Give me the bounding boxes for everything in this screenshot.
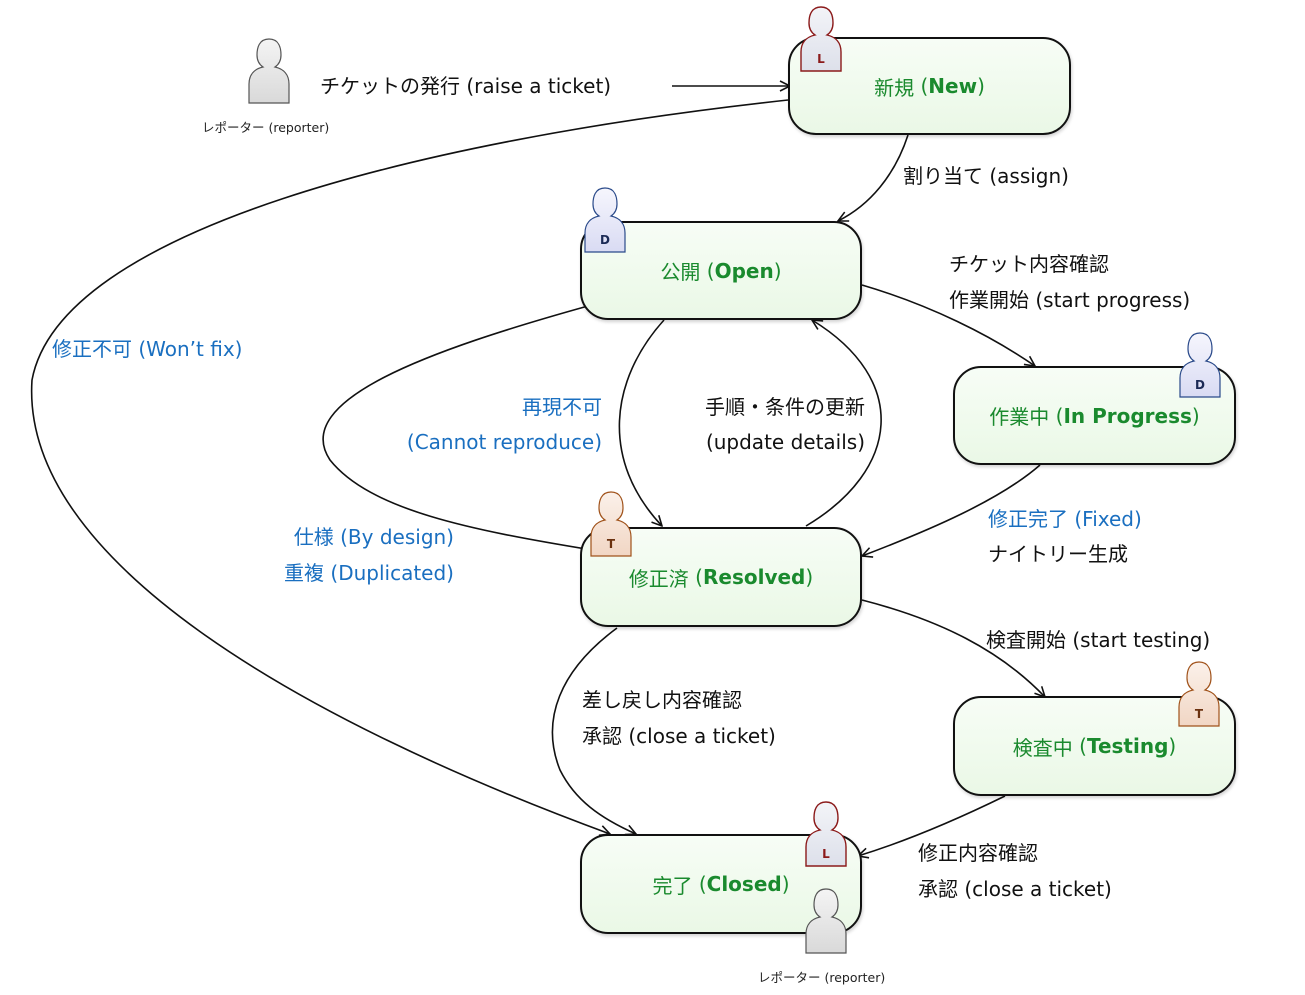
label-wont-fix: 修正不可 (Won’t fix)	[52, 337, 243, 361]
developer-letter: D	[600, 233, 610, 247]
label-fixed-1: 修正完了 (Fixed)	[988, 507, 1142, 531]
state-in-progress: 作業中 (In Progress)	[953, 366, 1236, 465]
label-reject-close-2: 承認 (close a ticket)	[582, 724, 776, 748]
state-resolved: 修正済 (Resolved)	[580, 527, 862, 627]
tester-letter: T	[1195, 707, 1204, 721]
label-test-close-1: 修正内容確認	[918, 841, 1038, 865]
lead-letter: L	[817, 52, 825, 66]
label-start-progress-2: 作業開始 (start progress)	[949, 288, 1191, 312]
label-start-testing: 検査開始 (start testing)	[986, 628, 1211, 652]
state-open-jp: 公開	[660, 260, 701, 284]
reporter-icon-closed	[805, 888, 847, 954]
label-update-details-2: (update details)	[705, 430, 865, 454]
label-fixed-2: ナイトリー生成	[988, 542, 1128, 566]
label-raise: チケットの発行 (raise a ticket)	[320, 74, 612, 98]
lead-letter: L	[822, 847, 830, 861]
state-open-en: Open	[714, 258, 774, 283]
lead-icon-closed: L	[805, 801, 847, 867]
label-update-details-1: 手順・条件の更新	[705, 395, 865, 419]
label-cannot-reproduce-2: (Cannot reproduce)	[406, 430, 602, 454]
label-duplicated: 重複 (Duplicated)	[284, 561, 454, 585]
arrow-reject-close	[551, 627, 636, 834]
state-closed-en: Closed	[706, 872, 782, 896]
label-test-close-2: 承認 (close a ticket)	[918, 877, 1112, 901]
arrow-cannot-reproduce	[322, 305, 592, 550]
state-new-jp: 新規	[874, 75, 915, 100]
arrow-start-testing	[861, 599, 1045, 697]
reporter-label-top: レポーター (reporter)	[202, 120, 330, 135]
label-by-design: 仕様 (By design)	[293, 525, 454, 549]
label-reject-close-1: 差し戻し内容確認	[582, 688, 742, 712]
developer-letter: D	[1195, 378, 1205, 392]
state-in-progress-jp: 作業中	[989, 405, 1050, 429]
tester-icon-resolved: T	[590, 491, 632, 557]
state-open: 公開 (Open)	[580, 221, 862, 320]
arrow-update-details	[805, 320, 882, 527]
state-testing-jp: 検査中	[1012, 735, 1073, 760]
state-testing-en: Testing	[1086, 734, 1169, 758]
state-new-en: New	[928, 74, 978, 98]
reporter-icon	[248, 38, 290, 104]
state-resolved-jp: 修正済	[628, 566, 689, 591]
arrow-assign	[838, 134, 909, 221]
state-closed-jp: 完了	[652, 873, 693, 898]
developer-icon-in-progress: D	[1179, 332, 1221, 398]
label-assign: 割り当て (assign)	[903, 164, 1069, 188]
reporter-label-bottom: レポーター (reporter)	[758, 970, 886, 985]
tester-icon-testing: T	[1178, 661, 1220, 727]
tester-letter: T	[607, 537, 616, 551]
arrow-open-to-resolved	[618, 319, 665, 526]
state-in-progress-en: In Progress	[1063, 403, 1192, 428]
arrow-test-close	[858, 795, 1006, 856]
label-start-progress-1: チケット内容確認	[949, 252, 1109, 276]
arrow-wont-fix	[30, 99, 789, 834]
lead-icon-new: L	[800, 6, 842, 72]
state-resolved-en: Resolved	[702, 565, 806, 589]
label-cannot-reproduce-1: 再現不可	[522, 395, 602, 419]
arrow-start-progress	[861, 284, 1035, 366]
developer-icon-open: D	[584, 187, 626, 253]
arrow-fixed	[862, 464, 1041, 556]
